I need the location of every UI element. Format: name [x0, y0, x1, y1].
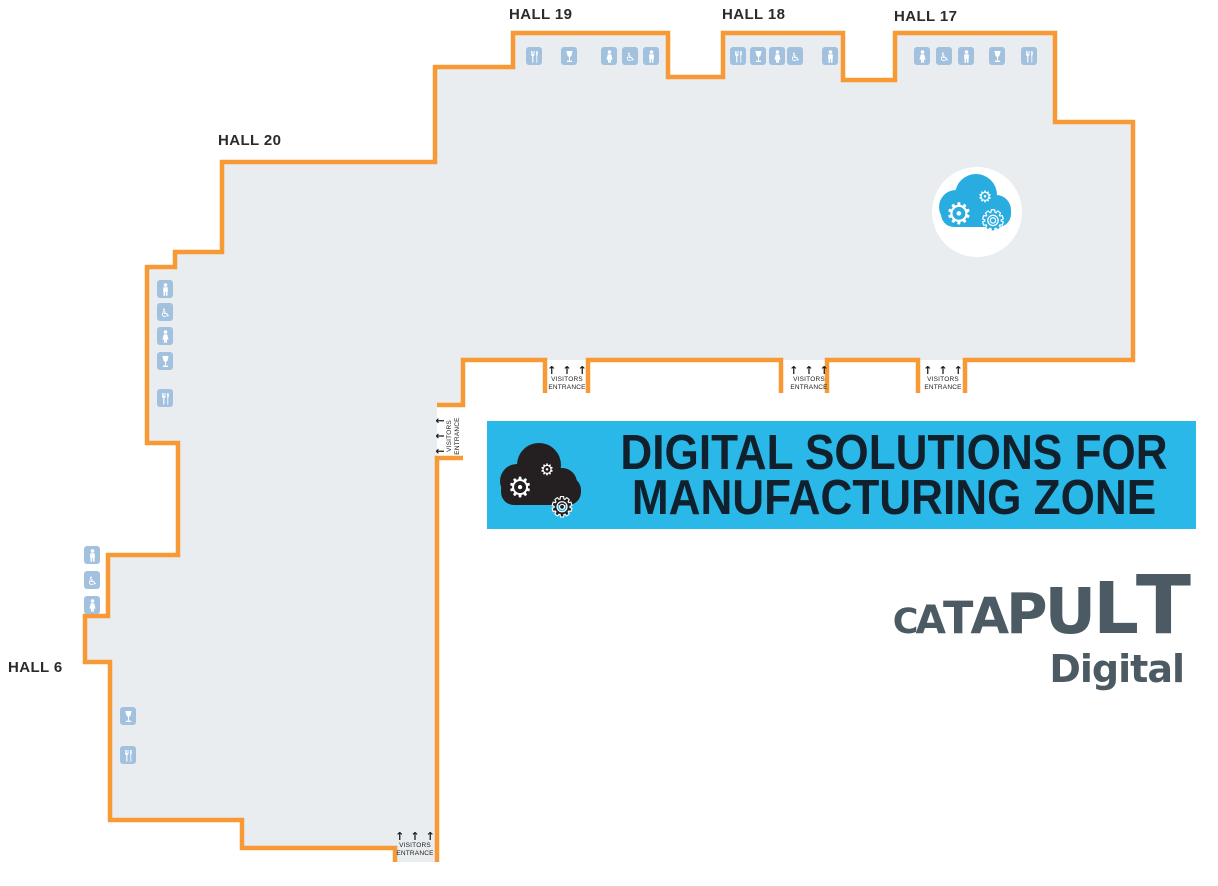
entrance-arrows-icon: ↑↑↑: [923, 364, 963, 377]
zone-banner-line2: MANUFACTURING ZONE: [631, 471, 1157, 525]
hall-label-hall-6: HALL 6: [8, 659, 63, 676]
zone-badge-marker: ⚙ ⚙ ⚙: [932, 167, 1022, 257]
wine-icon: [989, 47, 1005, 65]
restaurant-icon: [1021, 47, 1037, 65]
restaurant-icon: [730, 47, 746, 65]
svg-text:⚙: ⚙: [507, 471, 532, 504]
entrance-arrows-icon: ↑↑↑: [789, 364, 829, 377]
zone-banner-line1: DIGITAL SOLUTIONS FOR: [620, 426, 1168, 480]
cloud-icon: [939, 174, 1011, 227]
entrance-arrows-icon: ↑↑↑: [395, 830, 435, 843]
wheelchair-icon: [84, 571, 100, 589]
svg-text:⚙: ⚙: [981, 206, 1005, 237]
male-icon: [822, 47, 838, 65]
svg-text:⚙: ⚙: [540, 460, 554, 479]
wheelchair-icon: [157, 303, 173, 321]
wine-icon: [157, 352, 173, 370]
svg-text:⚙: ⚙: [946, 197, 973, 232]
female-icon: [84, 596, 100, 614]
wheelchair-icon: [936, 47, 952, 65]
restaurant-icon: [157, 389, 173, 407]
zone-banner: ⚙ ⚙ ⚙ DIGITAL SOLUTIONS FOR MANUFACTURIN…: [487, 421, 1196, 529]
restaurant-icon: [526, 47, 542, 65]
gears-icon: ⚙ ⚙ ⚙: [946, 187, 1007, 238]
female-icon: [769, 47, 785, 65]
female-icon: [914, 47, 930, 65]
entrance-arrows-icon: ↑↑↑: [547, 364, 587, 377]
male-icon: [84, 546, 100, 564]
hall-outline: [82, 30, 1136, 862]
catapult-digital-label: Digital: [1049, 646, 1185, 691]
hall-outline-fill: [85, 33, 1133, 862]
wine-icon: [561, 47, 577, 65]
zone-banner-title: DIGITAL SOLUTIONS FOR MANUFACTURING ZONE: [561, 426, 1218, 525]
male-icon: [958, 47, 974, 65]
svg-text:⚙: ⚙: [978, 187, 992, 206]
wheelchair-icon: [622, 47, 638, 65]
male-icon: [157, 280, 173, 298]
wheelchair-icon: [787, 47, 803, 65]
female-icon: [157, 327, 173, 345]
hall-label-hall-18: HALL 18: [722, 6, 786, 23]
hall-label-hall-17: HALL 17: [894, 8, 958, 25]
wine-icon: [750, 47, 766, 65]
female-icon: [601, 47, 617, 65]
restaurant-icon: [120, 746, 136, 764]
hall-label-hall-20: HALL 20: [218, 132, 282, 149]
svg-text:⚙: ⚙: [550, 493, 573, 523]
male-icon: [643, 47, 659, 65]
entrance-arrows-icon: ↑↑↑: [434, 416, 447, 456]
hall-label-hall-19: HALL 19: [509, 6, 573, 23]
wine-icon: [120, 707, 136, 725]
cloud-gears-icon: ⚙ ⚙ ⚙: [500, 443, 581, 524]
